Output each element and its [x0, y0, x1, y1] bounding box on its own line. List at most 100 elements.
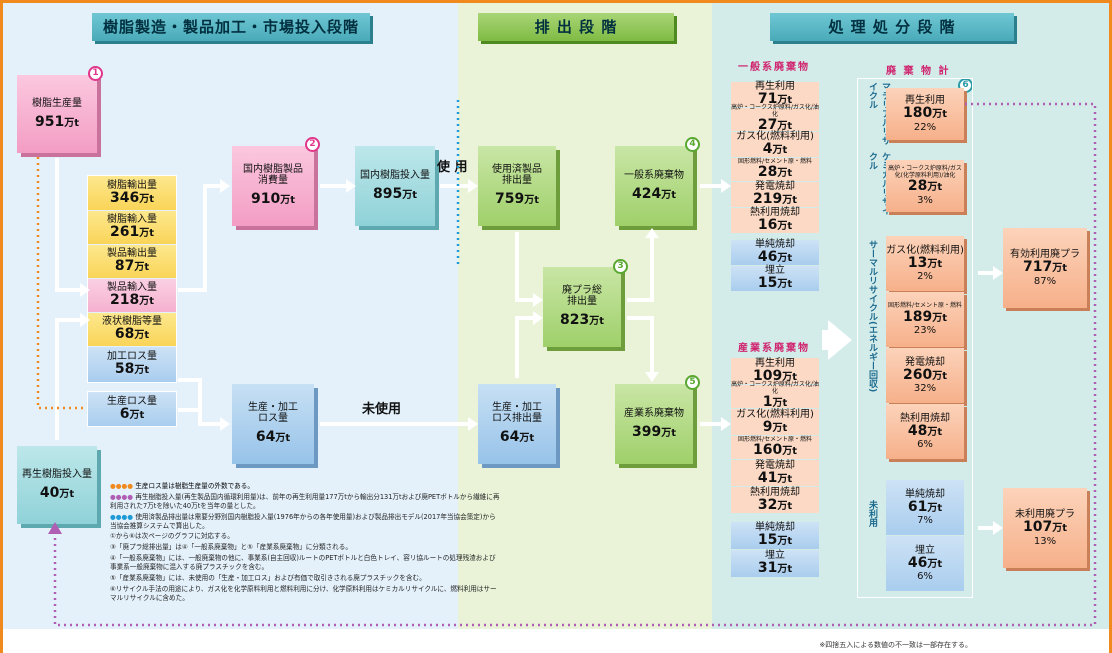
breakdown-unit: 万t — [777, 536, 793, 548]
breakdown-unit: 万t — [927, 502, 943, 514]
arrow-used-to-total — [515, 232, 535, 302]
industrial-waste-box: 産業系廃棄物 399万t — [615, 384, 693, 464]
breakdown-value: 260 — [902, 366, 933, 383]
domestic-input-label: 国内樹脂投入量 — [360, 169, 430, 181]
stage-banner-discharge: 排 出 段 階 — [478, 13, 674, 41]
breakdown-item: ガス化(燃料利用)9万t — [731, 409, 819, 435]
breakdown-label: 発電焼却 — [905, 356, 945, 368]
breakdown-item: ガス化(燃料利用)4万t — [731, 131, 819, 158]
domestic-consumption-box: 国内樹脂製品消費量 910万t — [232, 146, 314, 226]
total-chemical-pct: 3% — [917, 194, 933, 206]
breakdown-label: 再生利用 — [755, 81, 795, 93]
ineffective-use-box: 未利用廃プラ 107万t 13% — [1003, 488, 1087, 568]
breakdown-value: 71 — [757, 91, 778, 108]
breakdown-unit: 万t — [927, 258, 943, 270]
breakdown-label: 単純焼却 — [755, 239, 795, 251]
breakdown-unit: 万t — [782, 195, 797, 207]
stack-unit: 万t — [139, 193, 154, 205]
breakdown-value: 46 — [907, 554, 928, 571]
breakdown-unit: 万t — [777, 95, 793, 107]
breakdown-label: 熱利用焼却 — [750, 207, 800, 219]
ineffective-use-pct: 13% — [1033, 535, 1057, 547]
stack-unit: 万t — [139, 228, 154, 240]
process-loss-box: 生産・加工ロス量 64万t — [232, 384, 314, 464]
stack-item-resin-import: 樹脂輸入量 261万t — [88, 211, 176, 244]
breakdown-value: 9 — [762, 418, 773, 435]
stack-label: 樹脂輸出量 — [107, 179, 157, 191]
stack-value: 68 — [114, 326, 135, 343]
stack-item-product-export: 製品輸出量 87万t — [88, 245, 176, 278]
stage-banner-disposal: 処 理 処 分 段 階 — [770, 13, 1014, 41]
note-orange: 生産ロス量は樹脂生産量の外数である。 — [135, 482, 254, 490]
breakdown-label: 単純焼却 — [905, 488, 945, 500]
breakdown-value: 160 — [752, 442, 783, 459]
total-chemical-label: 高炉・コークス炉原料/ガス化(化学原料利用)/油化 — [888, 165, 962, 179]
breakdown-pct: 6% — [917, 439, 933, 451]
breakdown-unit: 万t — [777, 253, 793, 265]
footnote: ※四捨五入による数値の不一致は一部存在する。 — [819, 641, 972, 649]
stack-unit: 万t — [134, 330, 150, 342]
marker-1: 1 — [88, 66, 103, 81]
resin-production-value: 951 — [34, 113, 65, 130]
total-material-value: 180 — [902, 105, 933, 122]
stack-value: 58 — [114, 361, 135, 378]
total-chemical-box: 高炉・コークス炉原料/ガス化(化学原料利用)/油化 28万t 3% — [886, 160, 964, 212]
process-loss-value: 64 — [255, 429, 276, 446]
note-5: ④「一般系廃棄物」には、一般廃棄物の他に、事業系(自主回収)ルートのPETボトル… — [110, 554, 496, 572]
total-chemical-unit: 万t — [927, 182, 943, 194]
breakdown-pct: 6% — [917, 571, 933, 583]
effective-use-label: 有効利用廃プラ — [1010, 249, 1080, 261]
breakdown-label: 熱利用焼却 — [750, 486, 800, 498]
breakdown-value: 48 — [907, 422, 928, 439]
breakdown-unit: 万t — [927, 558, 943, 570]
process-loss-label: 生産・加工ロス量 — [248, 402, 298, 425]
domestic-consumption-unit: 万t — [280, 195, 295, 207]
breakdown-value: 16 — [757, 217, 778, 234]
total-chemical-value: 28 — [907, 178, 928, 195]
general-waste-value: 424 — [631, 185, 662, 202]
chemical-recycle-label: ケミカルリサイクル — [867, 152, 890, 215]
total-material-box: 再生利用 180万t 22% — [886, 88, 964, 140]
general-waste-box: 一般系廃棄物 424万t — [615, 146, 693, 226]
marker-4: 4 — [685, 137, 700, 152]
breakdown-unit: 万t — [782, 446, 797, 458]
stack-label: 液状樹脂等量 — [102, 316, 162, 328]
production-loss-value: 6 — [119, 405, 130, 422]
breakdown-value: 4 — [762, 141, 773, 158]
breakdown-unit: 万t — [772, 145, 788, 157]
stack-value: 218 — [109, 292, 140, 309]
waste-total-box: 廃プラ総排出量 823万t — [543, 267, 621, 347]
arrow-total-to-general — [627, 236, 654, 302]
total-frame — [857, 78, 973, 598]
loss-discharge-value: 64 — [499, 429, 520, 446]
industrial-waste-value: 399 — [631, 423, 662, 440]
breakdown-pct: 32% — [913, 383, 937, 395]
effective-use-unit: 万t — [1052, 263, 1067, 275]
loss-discharge-unit: 万t — [519, 433, 535, 445]
stack-value: 346 — [109, 189, 140, 206]
breakdown-label: ガス化(燃料利用) — [736, 408, 814, 420]
note-4: ③「廃プラ総排出量」は④「一般系廃棄物」と⑤「産業系廃棄物」に分類される。 — [110, 543, 352, 552]
stack-item-processing-loss: 加工ロス量 58万t — [88, 347, 176, 382]
breakdown-value: 46 — [757, 249, 778, 266]
used-label: 使 用 — [437, 160, 468, 175]
breakdown-label: 発電焼却 — [755, 459, 795, 471]
total-section-title: 廃 棄 物 計 — [886, 66, 951, 77]
ineffective-use-label: 未利用廃プラ — [1015, 509, 1075, 521]
breakdown-unit: 万t — [772, 422, 788, 434]
waste-total-unit: 万t — [589, 316, 604, 328]
breakdown-value: 41 — [757, 469, 778, 486]
